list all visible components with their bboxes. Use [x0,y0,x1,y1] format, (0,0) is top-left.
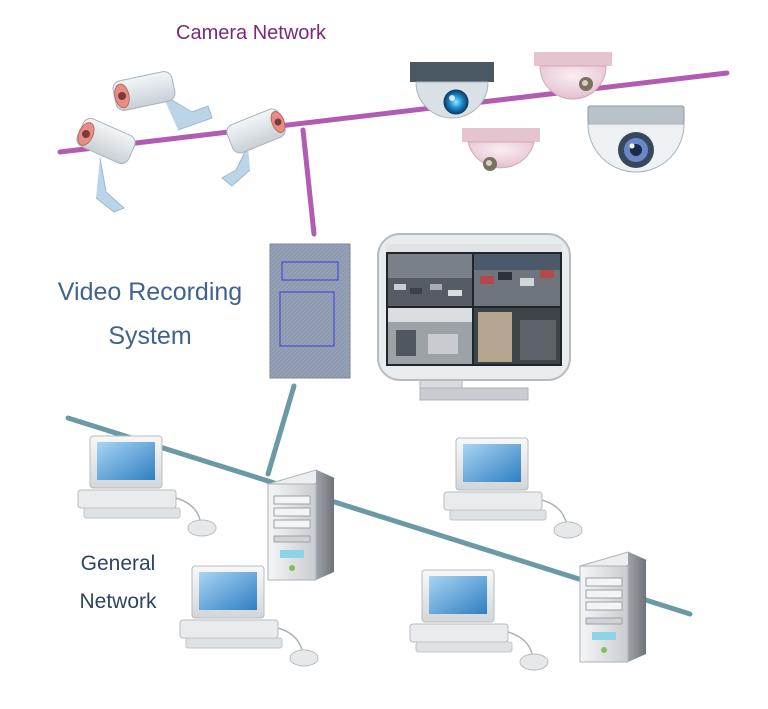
video-recording-label-line2: System [108,322,192,350]
camera-feed-grid [388,254,560,364]
camera-network-label: Camera Network [176,22,327,44]
workstation-icon [179,565,319,667]
server-icon [267,469,335,581]
general-bus-drop-line [265,383,297,477]
dome-camera-icon [462,128,540,171]
dome-camera-icon [534,52,612,100]
bullet-camera-icon [76,117,136,213]
bullet-camera-icon [221,108,286,187]
camera-network-bus [57,70,730,237]
video-recording-system-label: Video Recording System [50,270,250,358]
general-network-label-line1: General [80,552,156,575]
monitor-icon [377,233,571,401]
workstation-icon [77,435,217,537]
camera-bus-line [57,70,730,155]
workstation-icon [443,437,583,539]
dome-camera-icon [410,62,494,119]
recorder-icon [269,243,351,379]
server-icon [579,551,647,663]
camera-bus-drop-line [300,127,317,237]
dome-camera-icon [587,105,685,173]
general-network-label-line2: Network [79,590,157,613]
general-network-label: General Network [62,545,174,621]
workstation-icon [409,569,549,671]
video-recording-label-line1: Video Recording [57,278,243,306]
bullet-camera-icon [112,71,213,131]
